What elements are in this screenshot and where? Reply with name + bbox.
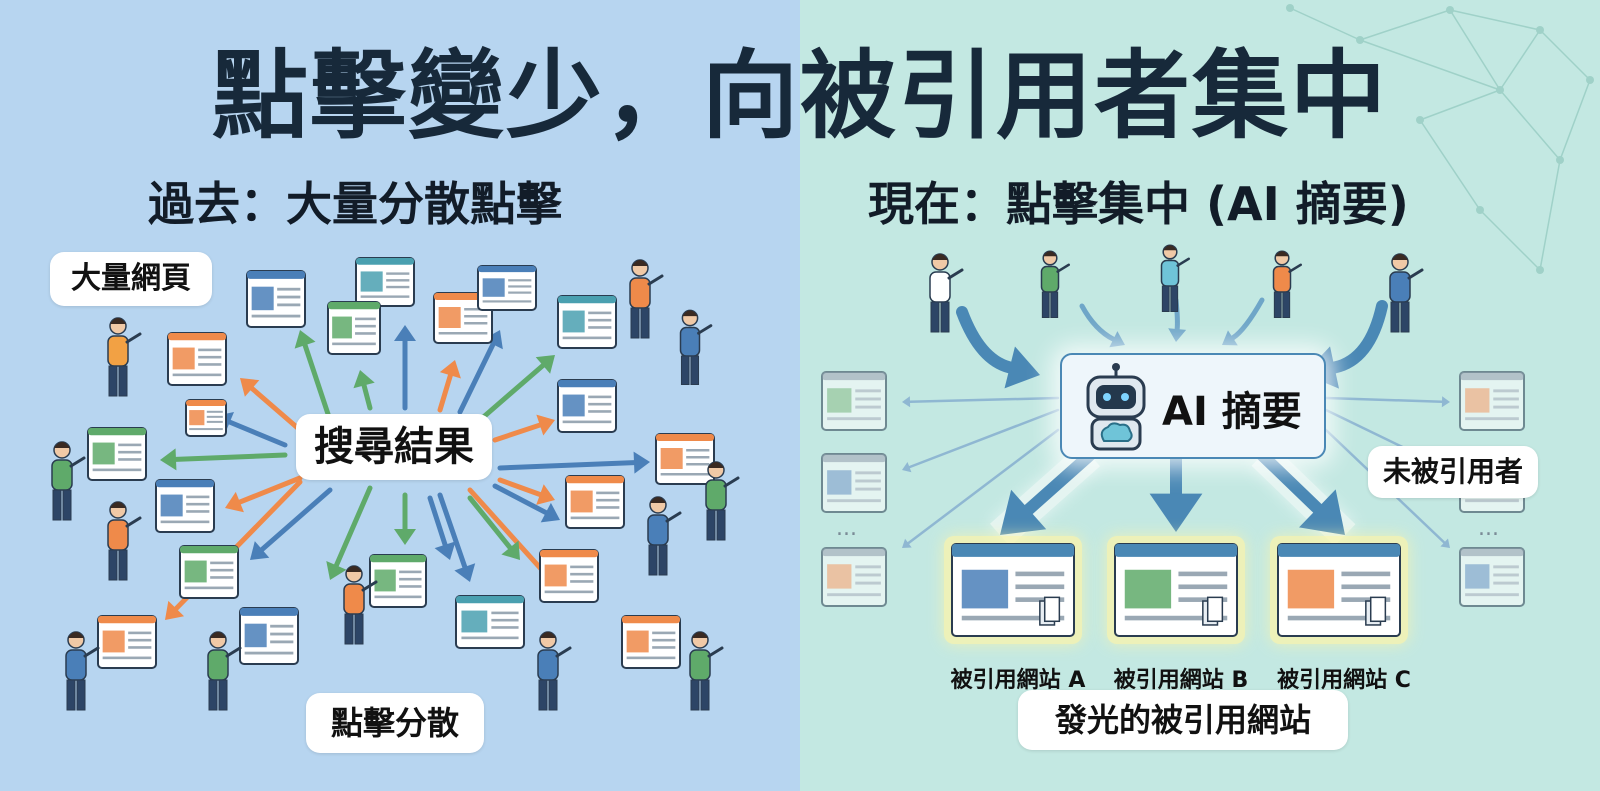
click-arrow: [477, 355, 555, 423]
click-arrow: [1256, 449, 1345, 535]
more-indicator-left: ...: [836, 516, 857, 541]
cited-site-label-c: 被引用網站 C: [1277, 668, 1411, 693]
click-arrow: [467, 495, 520, 560]
uncited-webpage: [1459, 371, 1525, 431]
webpage-icon: [655, 433, 715, 485]
click-arrow: [497, 451, 650, 474]
webpage-icon: [565, 475, 625, 529]
cited-footer-label: 發光的被引用網站: [1018, 690, 1348, 750]
cited-site-label-a: 被引用網站 A: [950, 668, 1086, 693]
click-arrow: [326, 485, 373, 580]
right-people: [929, 244, 1424, 333]
person-figure: [929, 253, 964, 333]
page-title: 點擊變少，向被引用者集中: [212, 40, 1388, 152]
uncited-webpage: [821, 453, 887, 513]
click-arrow: [902, 408, 1060, 473]
search-results-hub: 搜尋結果: [296, 414, 492, 480]
uncited-label: 未被引用者: [1368, 446, 1538, 498]
person-figure: [65, 631, 100, 711]
webpage-icon: [185, 399, 227, 437]
flow-arrow: [956, 306, 1040, 389]
person-figure: [647, 496, 682, 576]
person-figure: [629, 259, 664, 339]
person-figure: [207, 631, 242, 711]
click-scatter-label: 點擊分散: [306, 693, 484, 753]
click-arrow: [160, 448, 288, 471]
click-arrow: [437, 360, 461, 413]
uncited-webpage: [821, 547, 887, 607]
click-arrow: [353, 370, 375, 411]
more-indicator-right: ...: [1478, 516, 1499, 541]
person-figure: [107, 317, 142, 397]
robot-icon: [1086, 363, 1146, 451]
left-heading: 過去：大量分散點擊: [148, 177, 562, 231]
cited-webpage: [1270, 536, 1408, 644]
webpage-icon: [246, 270, 306, 328]
webpage-icon: [87, 427, 147, 481]
webpage-icon: [621, 615, 681, 669]
webpage-icon: [239, 607, 299, 665]
webpage-icon: [557, 379, 617, 433]
person-figure: [1389, 253, 1424, 333]
flow-arrow: [1079, 303, 1125, 348]
click-arrow: [457, 330, 503, 415]
webpage-icon: [369, 554, 427, 608]
click-arrow: [294, 330, 333, 423]
webpage-icon: [539, 549, 599, 603]
right-heading: 現在：點擊集中 (AI 摘要): [868, 177, 1409, 231]
person-figure: [107, 501, 142, 581]
click-arrow: [427, 495, 456, 560]
webpage-icon: [179, 545, 239, 599]
webpage-icon: [557, 295, 617, 349]
cited-site-label-b: 被引用網站 B: [1113, 668, 1249, 693]
person-figure: [1040, 250, 1070, 318]
person-figure: [51, 441, 86, 521]
webpage-icon: [167, 332, 227, 386]
uncited-webpage: [821, 371, 887, 431]
click-arrow: [902, 428, 1060, 548]
click-arrow: [1324, 396, 1450, 408]
network-decoration: [1286, 4, 1594, 274]
click-arrow: [225, 475, 303, 513]
person-figure: [1160, 244, 1190, 312]
person-figure: [343, 565, 378, 645]
ai-summary-label: AI 摘要: [1162, 389, 1302, 435]
ai-summary-hub: AI 摘要: [1060, 353, 1326, 459]
click-arrow: [437, 492, 476, 582]
click-arrow: [492, 483, 560, 523]
click-arrow: [250, 487, 333, 560]
webpage-icon: [327, 301, 381, 355]
click-arrow: [1000, 449, 1096, 535]
click-arrow: [394, 325, 416, 411]
click-arrow: [492, 414, 555, 443]
person-figure: [689, 631, 724, 711]
click-arrow: [1149, 452, 1203, 532]
left-pages: [87, 257, 715, 669]
pages-label: 大量網頁: [50, 252, 212, 306]
webpage-icon: [155, 479, 215, 533]
click-arrow: [902, 396, 1060, 408]
webpage-icon: [355, 257, 415, 307]
cited-webpage: [944, 536, 1082, 644]
click-arrow: [497, 477, 555, 505]
left-arrows: [160, 325, 650, 620]
person-figure: [705, 461, 740, 541]
click-arrow: [240, 378, 303, 433]
uncited-webpage: [1459, 547, 1525, 607]
right-arrows: [902, 297, 1450, 548]
cited-webpage: [1107, 536, 1245, 644]
person-figure: [679, 309, 713, 385]
left-people: [51, 259, 740, 711]
click-arrow: [394, 492, 416, 545]
webpage-icon: [455, 595, 525, 649]
person-figure: [1272, 250, 1302, 318]
webpage-icon: [97, 615, 157, 669]
flow-arrow: [1222, 297, 1265, 346]
webpage-icon: [477, 265, 537, 311]
person-figure: [537, 631, 572, 711]
